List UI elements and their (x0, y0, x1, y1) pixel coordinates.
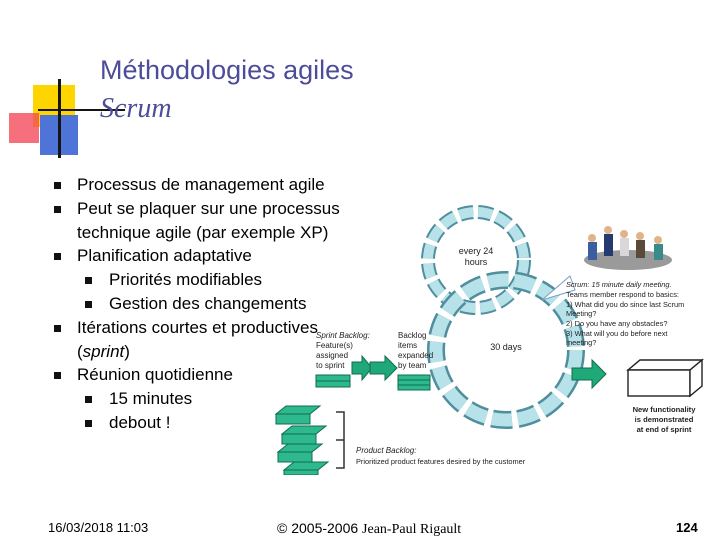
slide-title: Méthodologies agiles (100, 55, 354, 85)
bullet-square-icon (54, 372, 61, 380)
bullet-text: 15 minutes (109, 389, 193, 409)
sub-bullet-item: Priorités modifiables (52, 268, 352, 292)
sprint-backlog-line: Feature(s) (316, 341, 353, 350)
bullet-item: Itérations courtes et productives (sprin… (52, 316, 352, 364)
scrum-note: Scrum: 15 minute daily meeting. Teams me… (566, 280, 684, 347)
bullet-text-after: ) (124, 341, 130, 361)
backlog-items-line: by team (398, 361, 427, 370)
cycle-label: 30 days (490, 342, 522, 352)
callout-pointer (541, 275, 576, 301)
bullet-square-icon (85, 277, 92, 285)
daily-cycle-ring (421, 205, 531, 315)
scrum-note-line: 2) Do you have any obstacles? (566, 319, 667, 328)
scrum-note-line: 3) What will you do before next (566, 329, 667, 338)
bullet-text: Priorités modifiables (109, 270, 263, 290)
product-box (626, 358, 704, 398)
bullet-square-icon (85, 419, 92, 427)
sub-bullet-item: Gestion des changements (52, 292, 352, 316)
page-number: 124 (676, 520, 698, 535)
product-backlog-title: Product Backlog: (356, 446, 416, 455)
new-functionality-line: New functionality (633, 405, 697, 414)
bullet-text: Planification adaptative (77, 246, 252, 266)
footer-date: 16/03/2018 11:03 (48, 520, 149, 535)
bullet-text: Processus de management agile (77, 175, 325, 194)
backlog-items-line: Backlog (398, 331, 426, 340)
bullet-square-icon (85, 300, 92, 308)
new-functionality-line: at end of sprint (637, 425, 692, 434)
scrum-note-line: Teams member respond to basics: (566, 290, 679, 299)
bullet-text: Gestion des changements (109, 293, 307, 313)
bullet-square-icon (85, 396, 92, 404)
bullet-square-icon (54, 253, 61, 261)
new-functionality-line: is demonstrated (635, 415, 694, 424)
footer-copyright: © 2005-2006 Jean-Paul Rigault (277, 520, 461, 538)
sub-bullet-item: 15 minutes (52, 387, 352, 411)
backlog-items-line: items (398, 341, 417, 350)
daily-label-2: hours (465, 257, 488, 267)
product-backlog-desc: Prioritized product features desired by … (356, 457, 526, 466)
scrum-diagram: every 24 hours 30 days Scrum: 15 minute … (274, 205, 704, 475)
bullet-emphasis: sprint (82, 341, 125, 361)
bullet-item: Planification adaptative (52, 244, 352, 268)
bullet-item: Peut se plaquer sur une processus techni… (52, 197, 352, 245)
sprint-backlog-title: Sprint Backlog: (316, 331, 370, 340)
bullet-text: Itérations courtes et productives ( (77, 317, 318, 361)
decor-vertical-line (58, 79, 61, 158)
flow-arrows (351, 354, 607, 390)
backlog-items-line: expanded (398, 351, 433, 360)
copyright-prefix: © 2005-2006 (277, 520, 363, 536)
sprint-cycle-ring (427, 271, 585, 429)
daily-label-1: every 24 (459, 246, 494, 256)
scrum-note-line: 1) What did you do since last Scrum (566, 300, 684, 309)
product-backlog-stack (274, 405, 330, 475)
bullet-item: Réunion quotidienne (52, 363, 352, 387)
bullet-square-icon (54, 182, 61, 189)
decor-horizontal-line (38, 109, 125, 111)
scrum-note-line: Meeting? (566, 309, 596, 318)
bullet-text: debout ! (109, 412, 171, 432)
bullet-text: Réunion quotidienne (77, 365, 233, 385)
sprint-backlog-line: assigned (316, 351, 348, 360)
bullet-square-icon (54, 324, 61, 332)
sub-bullet-item: debout ! (52, 411, 352, 435)
slide-subtitle: Scrum (100, 93, 172, 124)
scrum-note-line: meeting? (566, 338, 596, 347)
scrum-note-line: Scrum: 15 minute daily meeting. (566, 280, 672, 289)
decor-red-square (9, 113, 39, 143)
sprint-backlog-line: to sprint (316, 361, 345, 370)
bullet-text: Peut se plaquer sur une processus techni… (77, 198, 340, 242)
sprint-backlog-books (315, 374, 431, 391)
author-name: Jean-Paul Rigault (362, 522, 462, 537)
bullet-square-icon (54, 205, 61, 213)
bullet-item: Processus de management agile (52, 173, 352, 197)
team-meeting-picture (584, 226, 672, 270)
